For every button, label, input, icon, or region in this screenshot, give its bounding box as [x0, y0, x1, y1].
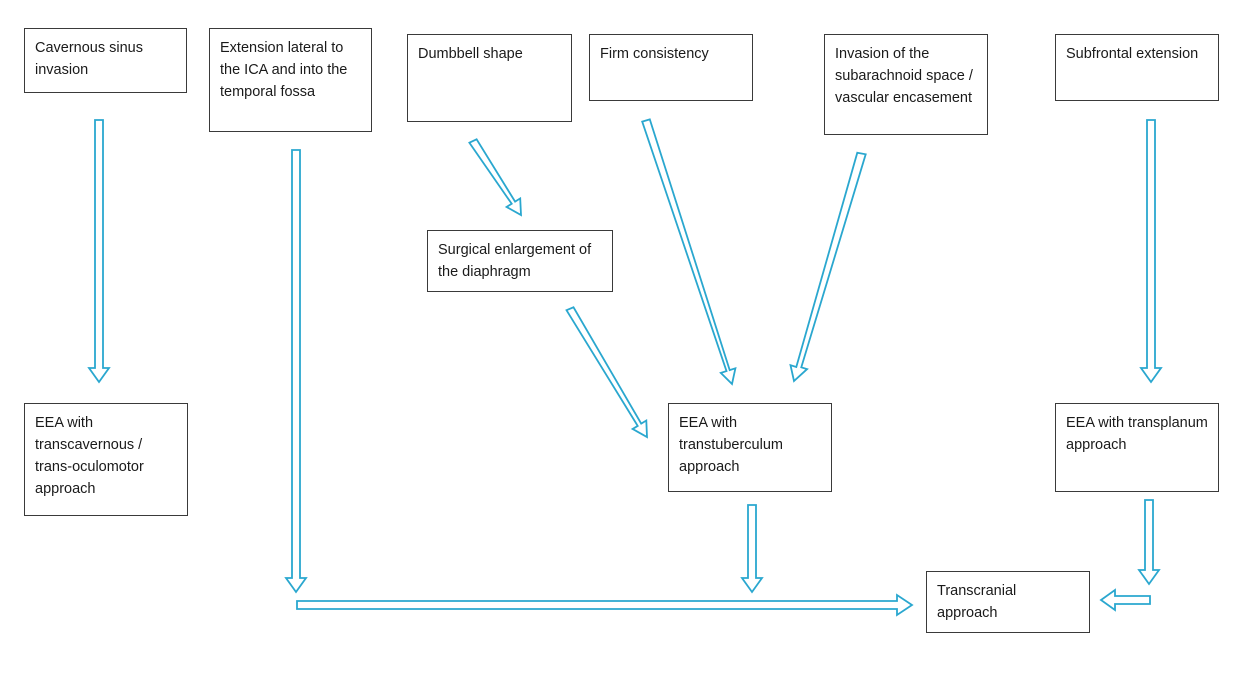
node-label: EEA with transtuberculum approach [679, 415, 783, 475]
node-label: Firm consistency [600, 46, 709, 62]
node-label: EEA with transcavernous / trans-oculomot… [35, 415, 144, 497]
node-label: Dumbbell shape [418, 46, 523, 62]
node-label: Surgical enlargement of the diaphragm [438, 242, 592, 280]
node-eea-transplanum: EEA with transplanum approach [1055, 403, 1219, 492]
arrow-transtuberculum-to-bottom [740, 504, 764, 594]
node-label: Subfrontal extension [1066, 46, 1199, 62]
node-label: Transcranial approach [937, 583, 1017, 621]
node-label: Extension lateral to the ICA and into th… [220, 40, 348, 100]
node-dumbbell-shape: Dumbbell shape [407, 34, 572, 122]
node-surgical-enlargement: Surgical enlargement of the diaphragm [427, 230, 613, 292]
node-label: EEA with transplanum approach [1066, 415, 1208, 453]
arrow-dumbbell-to-enlargement [468, 138, 522, 217]
node-eea-transtuberculum: EEA with transtuberculum approach [668, 403, 832, 492]
node-transcranial: Transcranial approach [926, 571, 1090, 633]
node-invasion-subarachnoid: Invasion of the subarachnoid space / vas… [824, 34, 988, 135]
arrow-subfrontal-to-transplanum [1139, 119, 1163, 384]
arrow-into-transcranial [1099, 588, 1151, 612]
node-cavernous-sinus-invasion: Cavernous sinus invasion [24, 28, 187, 93]
arrow-transplanum-down [1137, 499, 1161, 586]
arrow-bottom-to-transcranial [296, 593, 914, 617]
node-firm-consistency: Firm consistency [589, 34, 753, 101]
node-eea-transcavernous: EEA with transcavernous / trans-oculomot… [24, 403, 188, 516]
node-extension-lateral-ica: Extension lateral to the ICA and into th… [209, 28, 372, 132]
node-subfrontal-extension: Subfrontal extension [1055, 34, 1219, 101]
arrow-invasion-to-transtuberculum [789, 151, 867, 383]
arrow-cavernous-to-transcavernous [87, 119, 111, 384]
arrow-firm-to-transtuberculum [641, 118, 737, 386]
arrow-enlargement-to-transtuberculum [565, 306, 648, 439]
node-label: Cavernous sinus invasion [35, 40, 143, 78]
arrow-lateral-ica-down [284, 149, 308, 594]
node-label: Invasion of the subarachnoid space / vas… [835, 46, 973, 106]
